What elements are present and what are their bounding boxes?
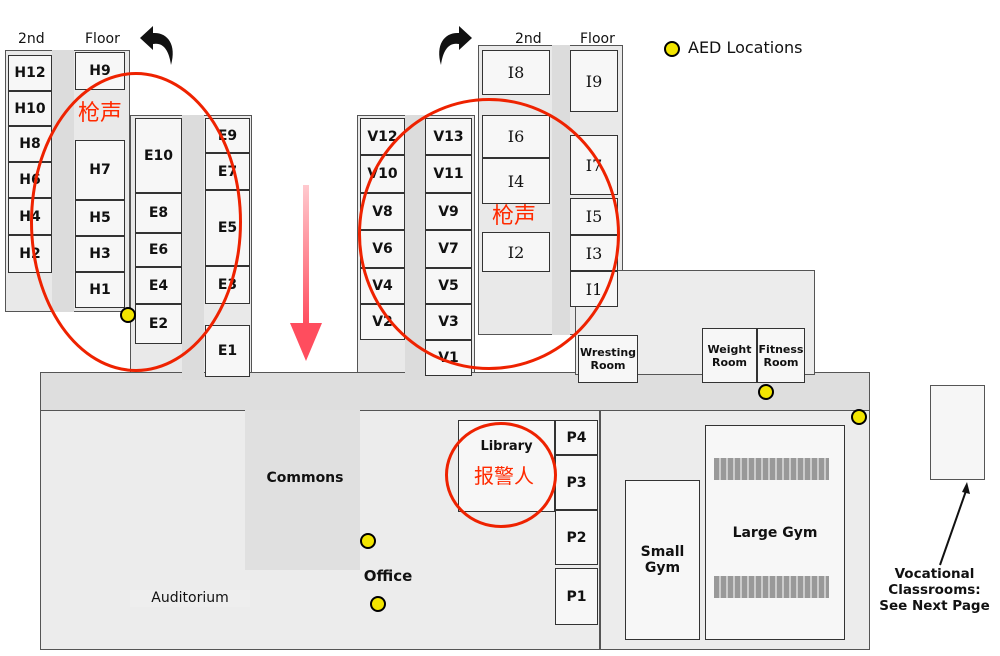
room-h12: H12 [8, 55, 52, 91]
weight-room: Weight Room [702, 328, 757, 383]
office-label: Office [363, 567, 413, 585]
reporter-label: 报警人 [474, 464, 534, 488]
aed-legend-icon [664, 41, 680, 57]
room-p1: P1 [555, 568, 598, 625]
commons-area [245, 410, 360, 570]
room-p3: P3 [555, 455, 598, 510]
floor-label-floor-right: Floor [580, 31, 615, 47]
bleachers-top [714, 458, 829, 480]
floor-label-2nd-right: 2nd [515, 31, 542, 47]
aed-legend-label: AED Locations [688, 38, 803, 57]
gunshot-circle-left [30, 72, 242, 372]
aed-marker[interactable] [370, 596, 386, 612]
gunshot-label-right: 枪声 [492, 204, 537, 229]
small-gym: Small Gym [625, 480, 700, 640]
red-down-arrow-icon [290, 185, 322, 361]
auditorium-label: Auditorium [130, 590, 250, 607]
gunshot-label-left: 枪声 [78, 101, 123, 126]
floor-label-floor-left: Floor [85, 31, 120, 47]
gunshot-circle-right [358, 98, 620, 370]
room-e1: E1 [205, 325, 250, 377]
commons-label: Commons [266, 470, 344, 486]
room-h10: H10 [8, 91, 52, 126]
aed-marker[interactable] [758, 384, 774, 400]
large-gym: Large Gym [705, 425, 845, 640]
reporter-circle [445, 422, 557, 528]
vocational-label: Vocational Classrooms: See Next Page [879, 566, 990, 615]
room-i8: I8 [482, 50, 550, 95]
aed-marker[interactable] [360, 533, 376, 549]
floor-label-2nd-left: 2nd [18, 31, 45, 47]
stairs-arrow-left-icon [140, 26, 173, 65]
wrestling-room: Wresting Room [578, 335, 638, 383]
room-i9: I9 [570, 50, 618, 112]
room-p4: P4 [555, 420, 598, 455]
vocational-arrow-icon [939, 482, 970, 566]
aed-marker[interactable] [851, 409, 867, 425]
room-p2: P2 [555, 510, 598, 565]
vocational-building [930, 385, 985, 480]
large-gym-label: Large Gym [732, 524, 818, 541]
fitness-room: Fitness Room [757, 328, 805, 383]
stairs-arrow-right-icon [439, 26, 472, 65]
bleachers-bottom [714, 576, 829, 598]
